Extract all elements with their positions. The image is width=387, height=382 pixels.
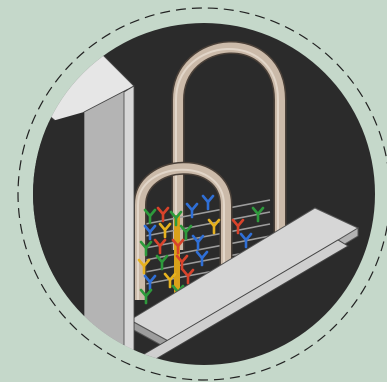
vertical-panel — [20, 52, 134, 370]
